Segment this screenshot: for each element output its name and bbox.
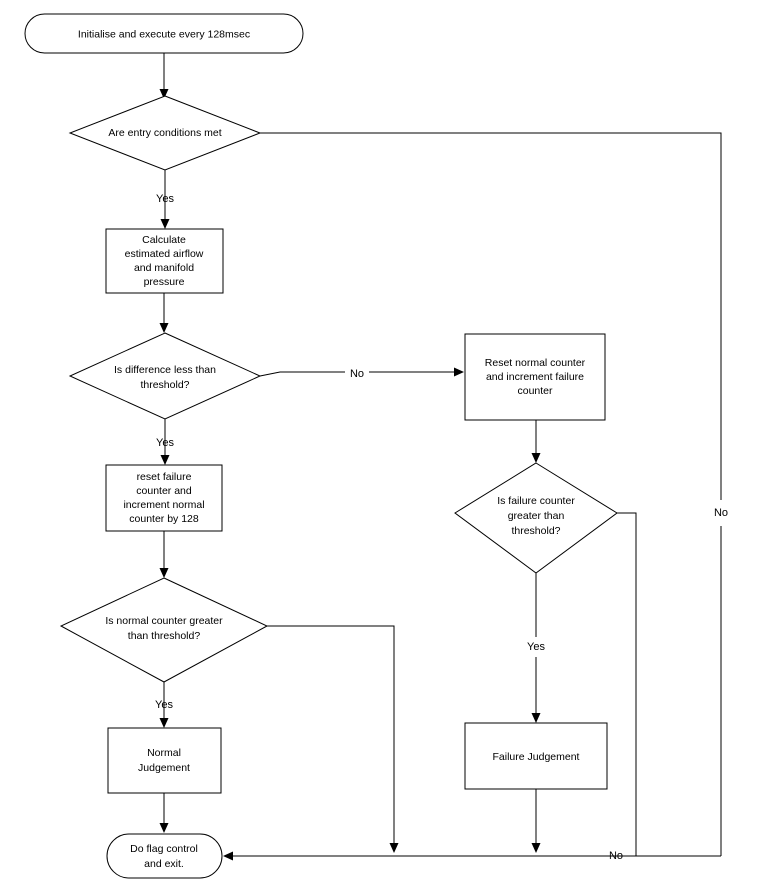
label-backdrop-entry-no: [710, 500, 732, 526]
node-failure-counter-label-line-2: threshold?: [511, 525, 560, 537]
edge-difference-no: No: [259, 363, 464, 383]
node-entry-conditions-label-line-0: Are entry conditions met: [108, 127, 221, 139]
edge-label-entry-no-visible: No: [714, 507, 728, 519]
edge-entry-conditions-yes: Yes: [156, 170, 174, 229]
edge-label-entry-yes: Yes: [156, 193, 174, 205]
edge-normal-check-no: [267, 625, 399, 853]
edge-calculate-to-difference: [159, 293, 169, 333]
node-end-label-line-1: and exit.: [144, 858, 184, 870]
edge-label-normal-yes: Yes: [155, 699, 173, 711]
edge-normal-check-yes: Yes: [155, 682, 173, 728]
edge-label-difference-no: No: [350, 368, 364, 380]
node-failure-counter-label-line-1: greater than: [508, 510, 565, 522]
edge-bottom-return-bus: [223, 851, 721, 861]
node-layer: Initialise and execute every 128msec Are…: [24, 13, 618, 879]
node-normal-counter-label-line-1: than threshold?: [128, 630, 201, 642]
edge-label-failure-yes: Yes: [527, 641, 545, 653]
node-process-failure-judgement[interactable]: Failure Judgement: [464, 722, 608, 790]
node-reset-failure-label-line-2: increment normal: [123, 499, 204, 511]
edge-failure-check-yes: Yes: [524, 573, 550, 723]
node-normal-judgement-label-line-1: Judgement: [138, 762, 190, 774]
edge-reset-normal-to-failure-check: [531, 420, 541, 463]
node-process-normal-judgement[interactable]: Normal Judgement: [107, 727, 222, 794]
node-calculate-label-line-0: Calculate: [142, 234, 186, 246]
node-reset-failure-label-line-3: counter by 128: [129, 513, 199, 525]
node-decision-entry-conditions[interactable]: Are entry conditions met: [68, 95, 262, 171]
node-start-terminator[interactable]: Initialise and execute every 128msec: [24, 13, 304, 54]
edge-failure-check-no: No: [604, 512, 637, 866]
node-reset-failure-label-line-0: reset failure: [137, 471, 192, 483]
node-reset-normal-label-line-0: Reset normal counter: [485, 357, 586, 369]
node-difference-label-line-1: threshold?: [140, 379, 189, 391]
node-decision-normal-counter-threshold[interactable]: Is normal counter greater than threshold…: [59, 577, 269, 683]
edge-reset-failure-to-normal-check: [159, 531, 169, 578]
node-process-calculate[interactable]: Calculate estimated airflow and manifold…: [105, 228, 224, 294]
node-process-reset-failure-counter[interactable]: reset failure counter and increment norm…: [105, 464, 223, 532]
node-difference-label-line-0: Is difference less than: [114, 364, 216, 376]
node-calculate-label-line-1: estimated airflow: [125, 248, 204, 260]
node-calculate-label-line-3: pressure: [144, 276, 185, 288]
node-decision-failure-counter-threshold[interactable]: Is failure counter greater than threshol…: [454, 462, 618, 574]
edge-normal-judgement-to-exit: [159, 793, 169, 833]
node-process-reset-normal-counter[interactable]: Reset normal counter and increment failu…: [464, 333, 606, 421]
node-failure-judgement-label-line-0: Failure Judgement: [493, 751, 580, 763]
edge-start-to-entry-conditions: [159, 53, 169, 99]
edge-failure-judgement-to-exit: [531, 789, 541, 853]
node-normal-judgement-label-line-0: Normal: [147, 747, 181, 759]
node-end-label-line-0: Do flag control: [130, 843, 198, 855]
edge-label-difference-yes: Yes: [156, 437, 174, 449]
node-reset-failure-label-line-1: counter and: [136, 485, 192, 497]
node-reset-normal-label-line-1: and increment failure: [486, 371, 584, 383]
label-backdrop-difference-no: [345, 363, 369, 383]
node-decision-difference-threshold[interactable]: Is difference less than threshold?: [68, 332, 262, 420]
node-normal-counter-label-line-0: Is normal counter greater: [105, 615, 223, 627]
node-failure-counter-label-line-0: Is failure counter: [497, 495, 575, 507]
node-reset-normal-label-line-2: counter: [517, 385, 553, 397]
node-calculate-label-line-2: and manifold: [134, 262, 194, 274]
node-end-terminator[interactable]: Do flag control and exit.: [106, 833, 223, 879]
edge-entry-conditions-no: No No: [260, 132, 732, 856]
node-start-label-line-0: Initialise and execute every 128msec: [78, 28, 250, 40]
label-backdrop-failure-yes: [524, 637, 550, 657]
edge-difference-yes: Yes: [156, 419, 174, 465]
edge-layer: Yes No No No: [155, 53, 732, 866]
